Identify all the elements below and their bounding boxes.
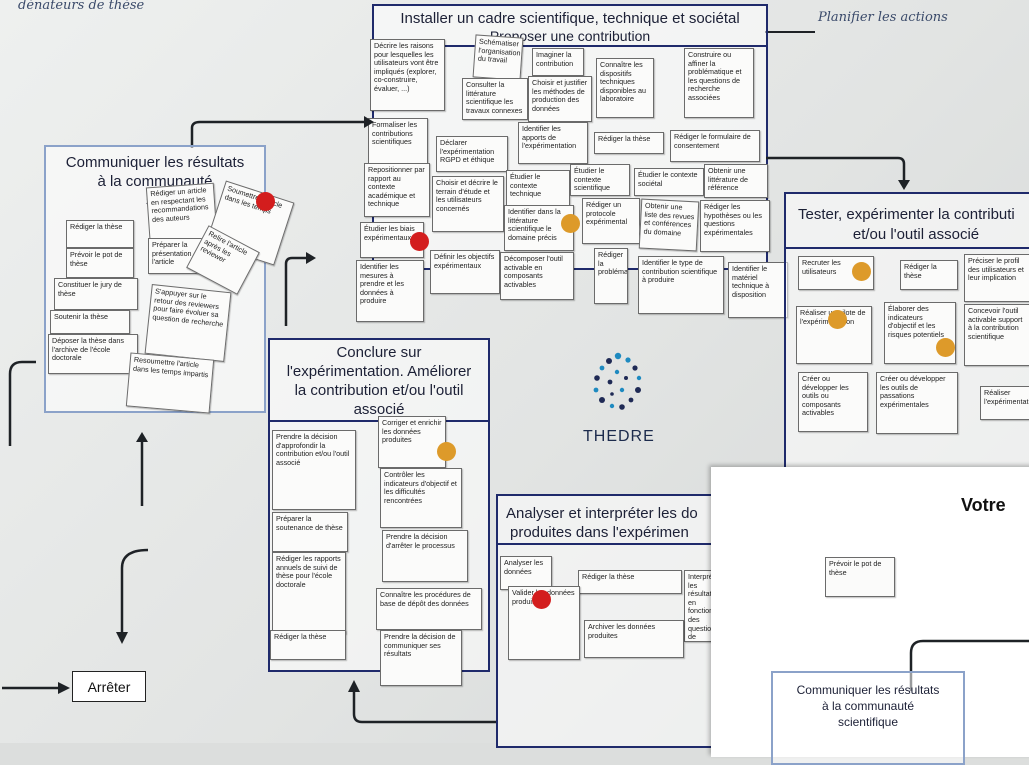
card: Choisir et décrire le terrain d'étude et… xyxy=(432,176,504,232)
card: Rédiger la thèse xyxy=(900,260,958,290)
card: Prendre la décision de communiquer ses r… xyxy=(380,630,462,686)
card: Rédiger la thèse xyxy=(578,570,682,594)
red-dot xyxy=(532,590,551,609)
arrow-up-conclude xyxy=(284,252,316,326)
card: Imaginer la contribution xyxy=(532,48,584,76)
orange-dot xyxy=(828,310,847,329)
handwritten-note-right: Planifier les actions xyxy=(818,10,948,25)
card: Schématiser l'organisation du travail xyxy=(472,34,524,81)
box-communicate-title: Communiquer les résultats xyxy=(65,154,245,171)
card: Identifier le type de contribution scien… xyxy=(638,256,724,314)
overlay-arrow xyxy=(909,639,1029,691)
box-analyze-title: Analyser et interpréter les do xyxy=(506,505,698,522)
box-test-subtitle: et/ou l'outil associé xyxy=(786,225,1029,249)
card: Rédiger un protocole expérimental xyxy=(582,198,640,244)
overlay-box-title-3: scientifique xyxy=(837,715,899,729)
orange-dot xyxy=(936,338,955,357)
thedre-logo-icon xyxy=(593,352,642,410)
card: Rédiger la problématique xyxy=(594,248,628,304)
box-test-title: Tester, expérimenter la contributi xyxy=(798,206,1015,223)
orange-dot xyxy=(852,262,871,281)
arrow-up-communicate xyxy=(136,432,148,506)
box-analyze-subtitle: produites dans l'expérimen xyxy=(498,523,728,545)
card: Constituer le jury de thèse xyxy=(54,278,138,310)
card: Rédiger la thèse xyxy=(66,220,134,248)
card: Prendre la décision d'approfondir la con… xyxy=(272,430,356,510)
card: Étudier le contexte scientifique xyxy=(570,164,630,196)
card: Construire ou affiner la problématique e… xyxy=(684,48,754,118)
handwritten-note-left: dénateurs de thèse xyxy=(18,0,145,13)
card: Resoumettre l'article dans les temps imp… xyxy=(125,352,215,414)
overlay-box-title: Communiquer les résultats xyxy=(796,683,940,697)
card: Déclarer l'expérimentation RGPD et éthiq… xyxy=(436,136,508,172)
overlay-box-title-2: à la communauté xyxy=(821,699,915,713)
card: Analyser les données xyxy=(500,556,552,590)
orange-dot xyxy=(561,214,580,233)
stop-box: Arrêter xyxy=(72,671,146,702)
card: Archiver les données produites xyxy=(584,620,684,658)
card: Décrire les raisons pour lesquelles les … xyxy=(370,39,445,111)
box-conclude-title-2: l'expérimentation. Améliorer xyxy=(286,363,472,380)
card: Étudier le contexte technique xyxy=(506,170,570,206)
card: Soutenir la thèse xyxy=(50,310,130,334)
card: Prévoir le pot de thèse xyxy=(825,557,895,597)
card: Préciser le profil des utilisateurs et l… xyxy=(964,254,1029,302)
arrow-to-install xyxy=(190,116,374,148)
overlay-box-communicate: Communiquer les résultats à la communaut… xyxy=(771,671,965,765)
card: S'appuyer sur le retour des reviewers po… xyxy=(144,284,232,362)
arrow-up-from-analyze xyxy=(348,680,498,724)
card: Définir les objectifs expérimentaux xyxy=(430,250,500,294)
arrow-to-stop xyxy=(2,682,70,694)
card: Décomposer l'outil activable en composan… xyxy=(500,252,574,300)
card: Obtenir une littérature de référence xyxy=(704,164,768,198)
card: Créer ou développer les outils ou compos… xyxy=(798,372,868,432)
box-conclude-title-3: la contribution et/ou l'outil xyxy=(294,382,464,399)
card: Identifier dans la littérature scientifi… xyxy=(504,205,574,251)
card: Identifier les mesures à prendre et les … xyxy=(356,260,424,322)
card: Préparer la soutenance de thèse xyxy=(272,512,348,552)
card: Contrôler les indicateurs d'objectif et … xyxy=(380,468,462,528)
card: Consulter la littérature scientifique le… xyxy=(462,78,528,120)
card: Choisir et justifier les méthodes de pro… xyxy=(528,76,592,122)
hand-arrow xyxy=(765,31,815,33)
card: Rédiger le formulaire de consentement xyxy=(670,130,760,162)
card: Prévoir le pot de thèse xyxy=(66,248,134,278)
card: Prendre la décision d'arrêter le process… xyxy=(382,530,468,582)
card: Identifier les apports de l'expérimentat… xyxy=(518,122,588,164)
card: Rédiger les rapports annuels de suivi de… xyxy=(272,552,346,634)
overlay-photo: Votre Prévoir le pot de thèse Communique… xyxy=(711,467,1029,765)
card: Rédiger la thèse xyxy=(270,630,346,660)
card: Connaître les dispositifs techniques dis… xyxy=(596,58,654,118)
thedre-logo-text: THEDRE xyxy=(583,428,655,445)
box-conclude-title: Conclure sur xyxy=(336,344,422,361)
red-dot xyxy=(410,232,429,251)
box-install-title: Installer un cadre scientifique, techniq… xyxy=(400,10,740,27)
card: Formaliser les contributions scientifiqu… xyxy=(368,118,428,164)
card: Concevoir l'outil activable support à la… xyxy=(964,304,1029,366)
overlay-title: Votre xyxy=(961,495,1006,515)
card: Réaliser l'expérimentation xyxy=(980,386,1029,420)
card: Rédiger la thèse xyxy=(594,132,664,154)
card: Étudier le contexte sociétal xyxy=(634,168,704,196)
orange-dot xyxy=(437,442,456,461)
arrow-down-stop xyxy=(116,548,149,644)
red-dot xyxy=(256,192,275,211)
card: Identifier le matériel technique à dispo… xyxy=(728,262,788,318)
arrow-to-test xyxy=(766,156,910,190)
arrow-left-return xyxy=(8,360,36,446)
card: Rédiger les hypothèses ou les questions … xyxy=(700,200,770,252)
box-install-subtitle: Proposer une contribution xyxy=(374,27,766,47)
card: Repositionner par rapport au contexte ac… xyxy=(364,163,430,217)
card: Obtenir une liste des revues et conféren… xyxy=(638,198,700,252)
card: Corriger et enrichir les données produit… xyxy=(378,416,446,468)
card: Interpréter les résultats en fonction de… xyxy=(684,570,714,642)
card: Déposer la thèse dans l'archive de l'éco… xyxy=(48,334,138,374)
card: Créer ou développer les outils de passat… xyxy=(876,372,958,434)
card: Connaître les procédures de base de dépô… xyxy=(376,588,482,630)
